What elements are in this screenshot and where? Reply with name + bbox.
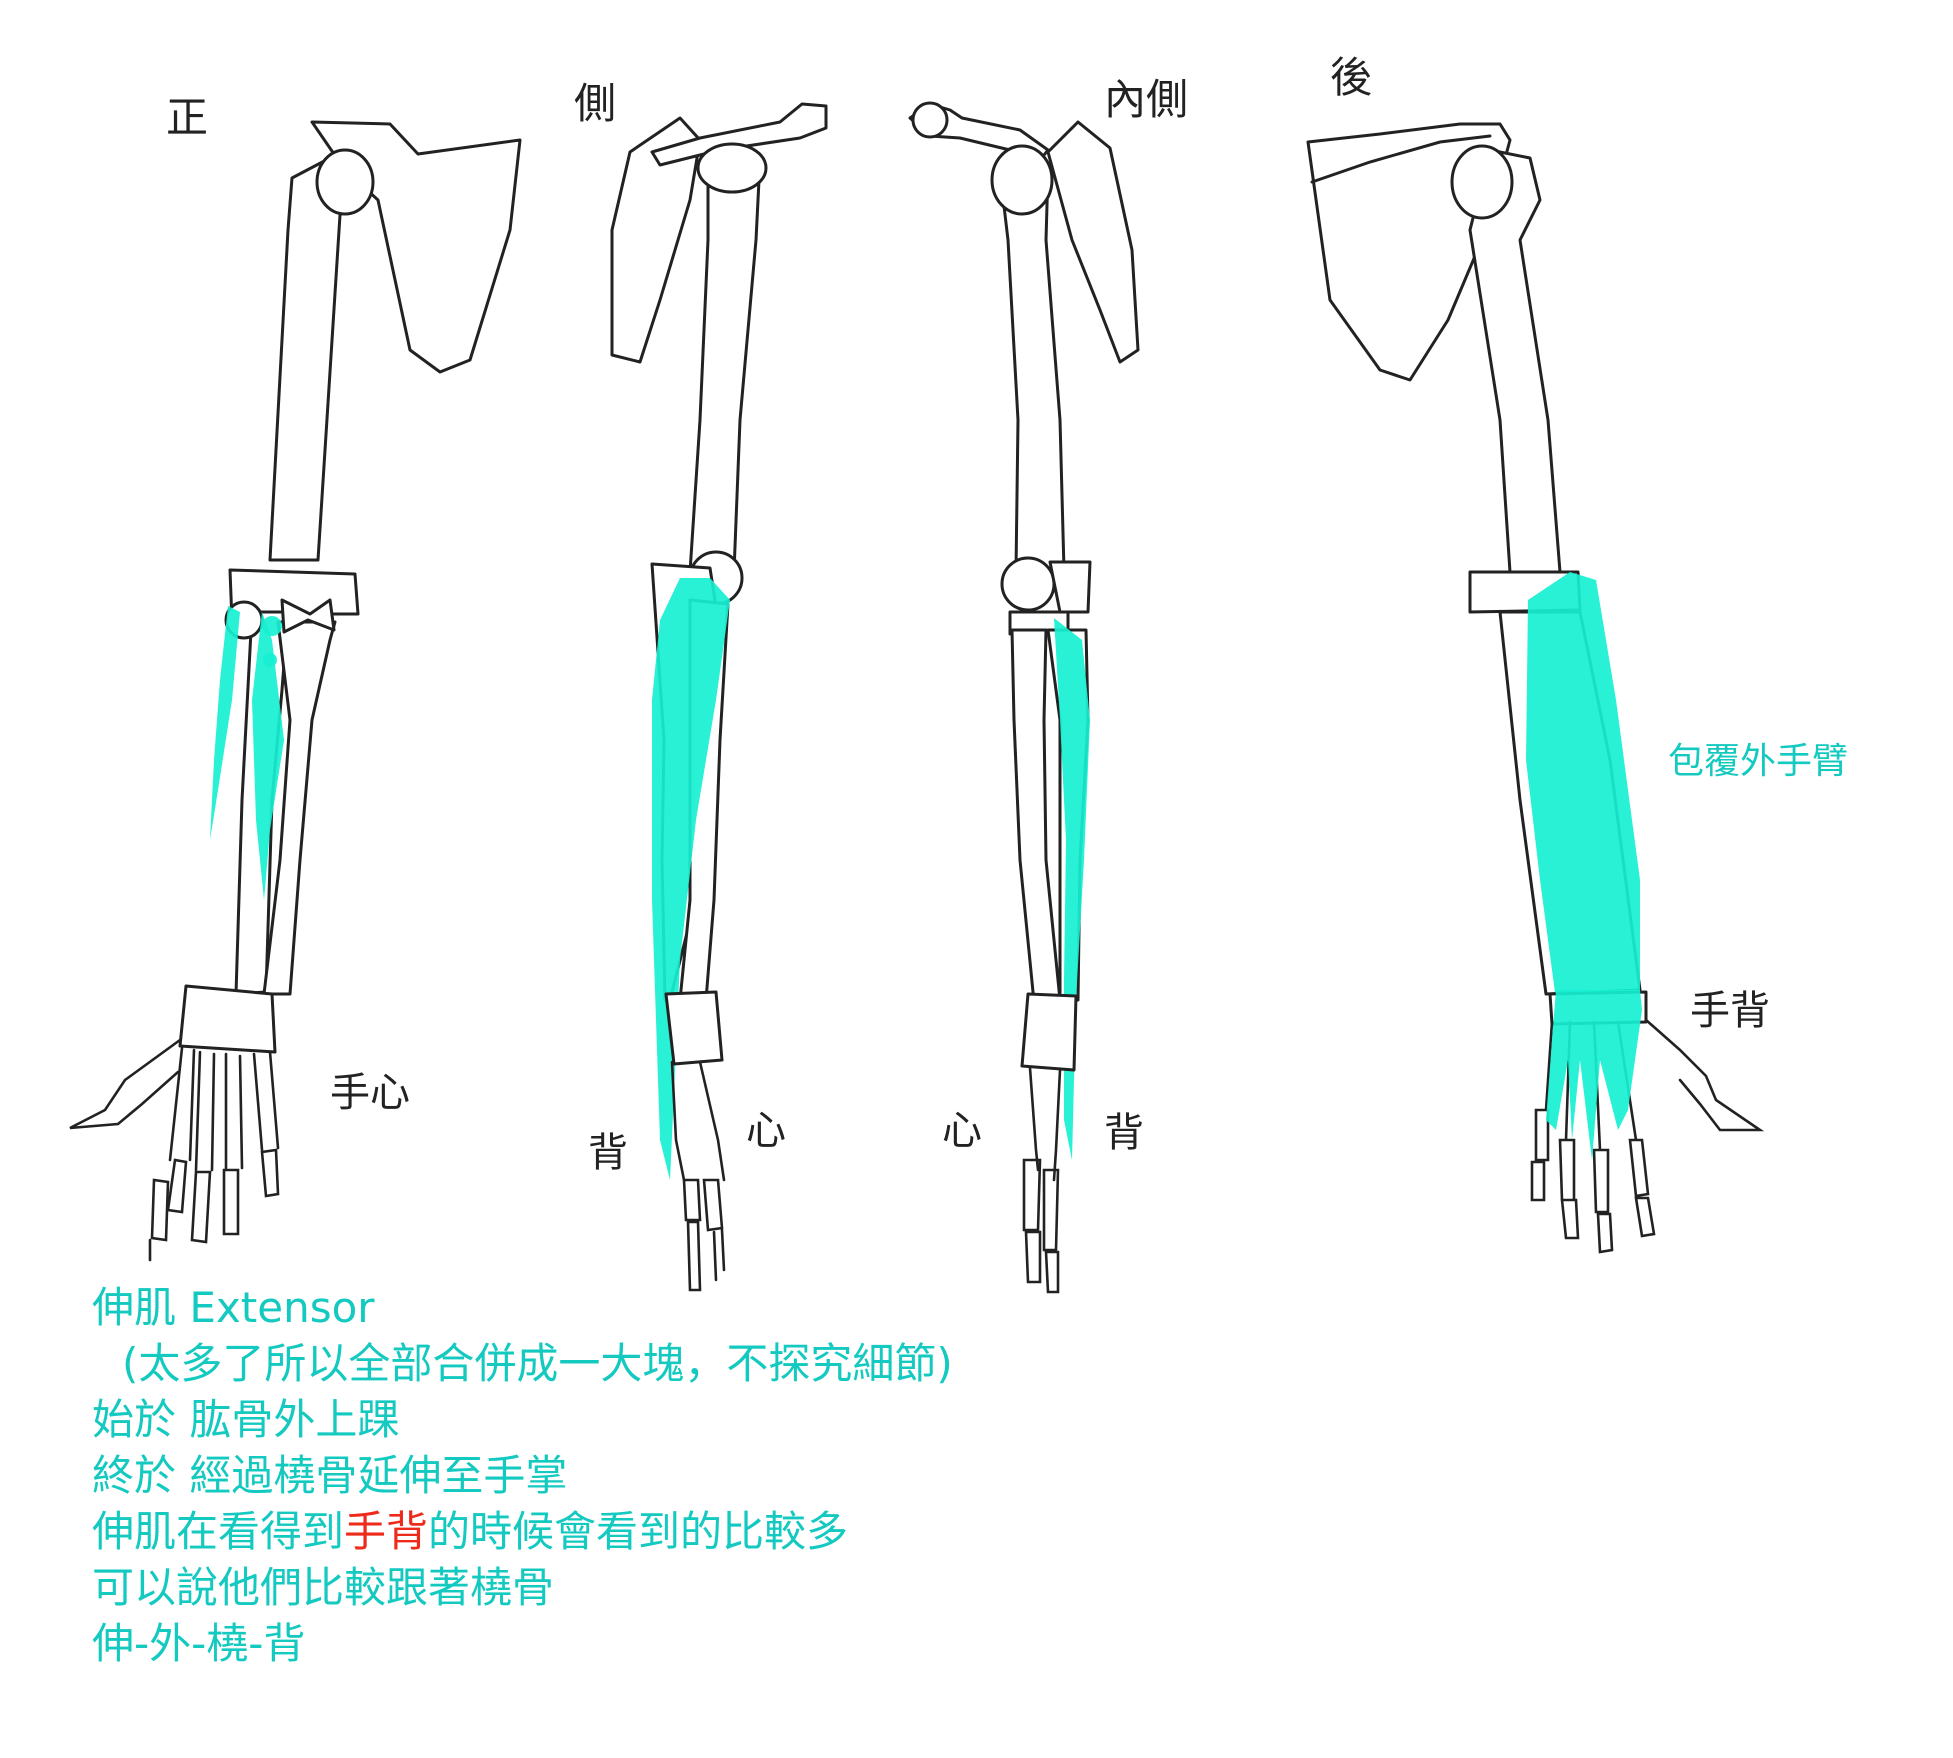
view-label-side: 側: [574, 79, 617, 128]
notes-title: 伸肌 Extensor: [92, 1280, 953, 1336]
notes-line-5: 可以說他們比較跟著橈骨: [92, 1563, 555, 1612]
inner-muscle: [1054, 618, 1090, 1160]
inner-hand: [1022, 1066, 1062, 1294]
annotation-covers-outer-arm: 包覆外手臂: [1668, 741, 1849, 782]
extensor-notes: 伸肌 Extensor (太多了所以全部合併成一大塊，不探究細節) 始於 肱骨外…: [92, 1280, 953, 1672]
notes-line-6: 伸-外-橈-背: [92, 1619, 306, 1668]
notes-line-4: 伸肌在看得到手背的時候會看到的比較多: [92, 1504, 953, 1560]
label-front-palm: 手心: [330, 1070, 410, 1116]
notes-line-3: 終於 經過橈骨延伸至手掌: [92, 1451, 568, 1500]
side-hand: [670, 1060, 726, 1292]
front-muscle-lateral: [210, 606, 240, 840]
side-scapula: [610, 116, 702, 364]
side-clavicle: [650, 102, 828, 167]
front-view-arm: [69, 120, 522, 1262]
notes-highlight-back-of-hand: 手背: [344, 1507, 429, 1556]
notes-title-cn: 伸肌: [92, 1283, 177, 1332]
front-muscle-dot-1: [262, 616, 282, 636]
inner-elbow-joint: [1000, 556, 1056, 612]
notes-line-1: (太多了所以全部合併成一大塊，不探究細節): [122, 1339, 953, 1388]
back-spine-line: [1310, 134, 1492, 184]
label-inner-palm: 心: [942, 1108, 982, 1154]
view-label-back: 後: [1330, 53, 1373, 102]
back-humerus: [1468, 148, 1562, 574]
inner-scapula: [1046, 120, 1140, 364]
front-humerus: [268, 156, 364, 562]
side-view-arm: [610, 102, 828, 1292]
back-view-arm: [1306, 122, 1765, 1254]
side-humerus: [688, 158, 762, 574]
inner-wrist-band: [1020, 992, 1078, 1072]
label-side-palm: 心: [746, 1108, 786, 1154]
notes-line-4b: 的時候會看到的比較多: [428, 1507, 849, 1556]
front-epicondyle: [280, 598, 336, 634]
inner-ulna: [1010, 628, 1062, 1004]
notes-line-4a: 伸肌在看得到: [92, 1507, 345, 1556]
inner-view-arm: [908, 101, 1140, 1294]
back-humeral-head: [1450, 144, 1514, 220]
back-hand: [1530, 1018, 1765, 1254]
front-humeral-head: [315, 148, 375, 216]
label-inner-back: 背: [1104, 1110, 1144, 1156]
view-label-inner: 內側: [1104, 75, 1189, 124]
notes-title-en: Extensor: [189, 1283, 375, 1332]
front-muscle-center: [252, 612, 284, 900]
label-side-back: 背: [588, 1130, 628, 1176]
notes-line-2: 始於 肱骨外上踝: [92, 1395, 400, 1444]
inner-humeral-head: [990, 144, 1054, 216]
back-muscle: [1526, 572, 1640, 1002]
label-back-hand: 手背: [1690, 988, 1770, 1034]
back-muscle-tendons: [1546, 990, 1642, 1160]
inner-humerus: [998, 168, 1066, 572]
front-muscle-dot-2: [263, 653, 277, 667]
front-hand: [69, 1038, 280, 1262]
side-wrist-band: [664, 990, 724, 1066]
inner-clavicle-end: [911, 101, 949, 139]
side-humeral-head: [696, 142, 768, 194]
view-label-front: 正: [166, 93, 209, 142]
front-wrist-band: [178, 984, 277, 1054]
